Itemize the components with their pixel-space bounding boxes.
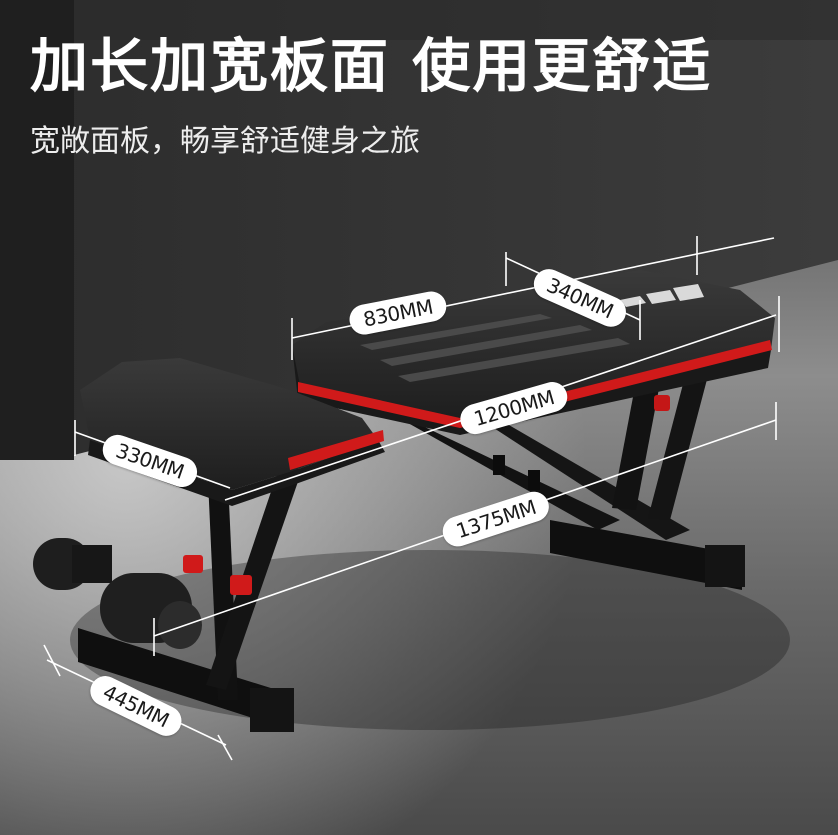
- subtitle: 宽敞面板，畅享舒适健身之旅: [30, 124, 420, 159]
- headline: 加长加宽板面 使用更舒适: [30, 32, 713, 100]
